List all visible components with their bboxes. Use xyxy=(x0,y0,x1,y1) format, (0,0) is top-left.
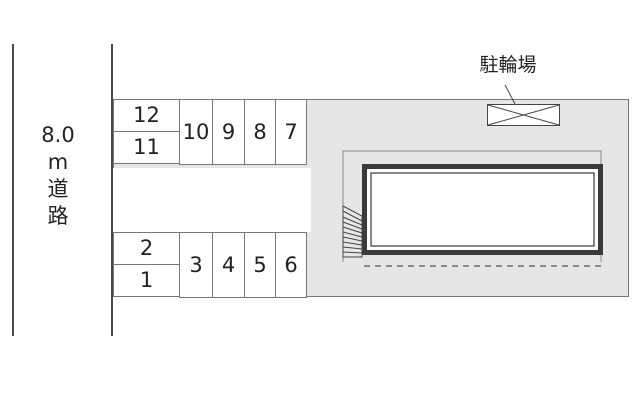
parking-space-6: 6 xyxy=(275,232,307,298)
parking-space-4: 4 xyxy=(212,232,245,298)
road-edge-left xyxy=(12,44,14,336)
parking-space-2: 2 xyxy=(113,232,180,265)
parking-number: 5 xyxy=(253,252,267,277)
road-label-char-2: 路 xyxy=(47,204,69,228)
parking-number: 8 xyxy=(253,119,267,144)
bike-parking-pointer xyxy=(504,84,516,105)
parking-number: 7 xyxy=(284,119,298,144)
parking-space-8: 8 xyxy=(244,99,276,165)
parking-number: 10 xyxy=(182,119,210,144)
parking-number: 6 xyxy=(284,252,298,277)
road-width-number: 8.0 xyxy=(41,123,75,147)
parking-space-12: 12 xyxy=(113,99,180,132)
parking-number: 3 xyxy=(189,252,203,277)
road-width-unit: m xyxy=(47,150,69,174)
parking-space-5: 5 xyxy=(244,232,276,298)
parking-number: 2 xyxy=(139,236,154,260)
parking-number: 9 xyxy=(221,119,236,144)
parking-number: 11 xyxy=(133,135,160,159)
parking-space-9: 9 xyxy=(212,99,245,165)
parking-space-10: 10 xyxy=(179,99,213,165)
stairs-icon xyxy=(342,205,363,258)
parking-space-7: 7 xyxy=(275,99,307,165)
parking-space-3: 3 xyxy=(179,232,213,298)
parking-space-1: 1 xyxy=(113,264,180,297)
road-edge-right xyxy=(111,44,113,336)
road-label-char-1: 道 xyxy=(47,177,69,201)
parking-number: 1 xyxy=(139,268,154,292)
road-label: 8.0 m 道 路 xyxy=(38,122,78,230)
parking-space-11: 11 xyxy=(113,131,180,164)
bike-parking-icon xyxy=(487,104,560,126)
driveway xyxy=(113,168,311,232)
bike-parking-label: 駐輪場 xyxy=(479,54,537,76)
parking-number: 12 xyxy=(133,103,160,127)
parking-number: 4 xyxy=(221,252,236,277)
building xyxy=(362,164,603,255)
